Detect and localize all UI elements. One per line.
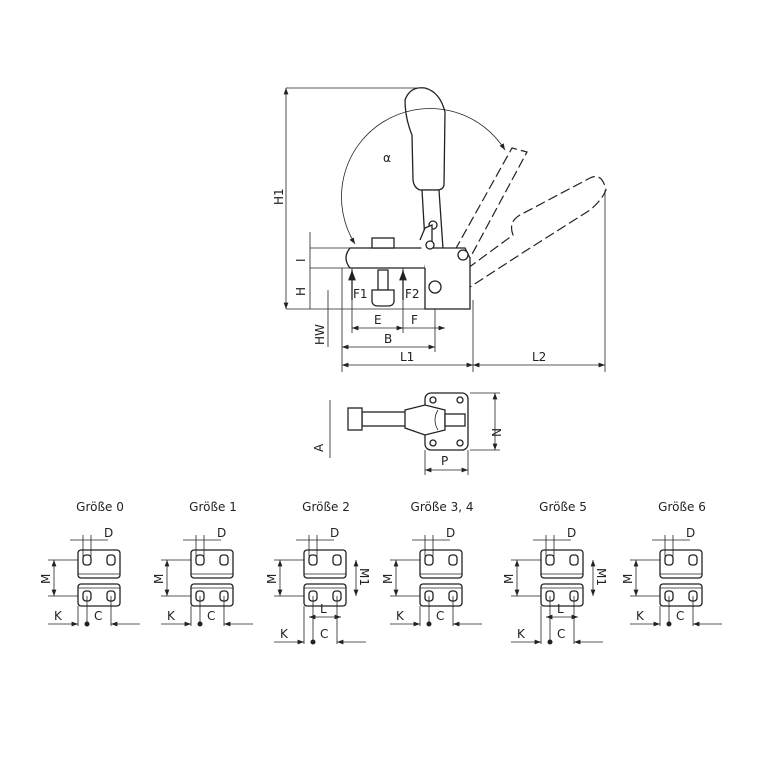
- size-title: Größe 5: [539, 500, 587, 514]
- label-B: B: [384, 332, 392, 346]
- top-arm: [361, 411, 408, 427]
- label-L: L: [320, 602, 327, 616]
- label-K: K: [280, 627, 289, 641]
- mounting-hole: [106, 554, 116, 566]
- mounting-hole: [308, 554, 318, 566]
- label-L1: L1: [400, 350, 414, 364]
- size-panel: Größe 1 M D K C: [152, 500, 253, 627]
- label-L: L: [557, 602, 564, 616]
- label-A: A: [312, 443, 326, 452]
- pin: [425, 240, 435, 250]
- label-M1: M1: [357, 568, 371, 586]
- label-M: M: [381, 574, 395, 584]
- label-M: M: [152, 574, 166, 584]
- reference-point: [310, 639, 316, 645]
- size-panel: Größe 0 M D K C: [39, 500, 140, 627]
- bolt-nut: [371, 237, 395, 249]
- mounting-hole: [219, 554, 229, 566]
- label-N: N: [489, 428, 503, 437]
- angle-arc: [341, 108, 506, 245]
- size-title: Größe 0: [76, 500, 124, 514]
- label-F: F: [411, 313, 418, 327]
- label-K: K: [636, 609, 645, 623]
- size-panel: Größe 6 M D K C: [621, 500, 722, 627]
- label-H1: H1: [272, 188, 286, 205]
- label-C: C: [557, 627, 565, 641]
- reference-point: [666, 621, 672, 627]
- top-view: A N P: [312, 392, 503, 475]
- mounting-hole: [545, 554, 555, 566]
- size-panel: Größe 2 M D M1L K C: [265, 500, 371, 645]
- label-C: C: [207, 609, 215, 623]
- mounting-hole: [424, 554, 434, 566]
- size-title: Größe 1: [189, 500, 237, 514]
- label-C: C: [94, 609, 102, 623]
- label-HW: HW: [313, 324, 327, 345]
- spindle: [377, 269, 389, 291]
- label-M: M: [621, 574, 635, 584]
- label-D: D: [217, 526, 226, 540]
- reference-point: [426, 621, 432, 627]
- label-P: P: [441, 454, 448, 468]
- label-D: D: [330, 526, 339, 540]
- side-view: H1 α I H HW F1 F2 E F B L1 L2: [272, 87, 607, 372]
- label-D: D: [686, 526, 695, 540]
- mounting-hole: [332, 554, 342, 566]
- label-alpha: α: [383, 151, 391, 165]
- pin: [457, 249, 469, 261]
- label-F1: F1: [353, 287, 368, 301]
- reference-point: [84, 621, 90, 627]
- label-M: M: [265, 574, 279, 584]
- label-K: K: [396, 609, 405, 623]
- mounting-hole: [82, 554, 92, 566]
- label-H: H: [294, 287, 308, 296]
- label-I: I: [294, 258, 308, 262]
- label-L2: L2: [532, 350, 546, 364]
- spindle-tip: [371, 289, 395, 307]
- size-title: Größe 2: [302, 500, 350, 514]
- size-title: Größe 6: [658, 500, 706, 514]
- mounting-hole: [195, 554, 205, 566]
- label-C: C: [676, 609, 684, 623]
- mounting-hole: [569, 554, 579, 566]
- label-K: K: [167, 609, 176, 623]
- label-E: E: [374, 313, 382, 327]
- reference-point: [547, 639, 553, 645]
- mounting-hole: [448, 554, 458, 566]
- label-D: D: [104, 526, 113, 540]
- handle-grip: [404, 87, 446, 191]
- label-D: D: [446, 526, 455, 540]
- clamp-arm: [345, 247, 426, 269]
- label-D: D: [567, 526, 576, 540]
- label-M: M: [39, 574, 53, 584]
- size-title: Größe 3, 4: [411, 500, 474, 514]
- label-F2: F2: [405, 287, 420, 301]
- label-K: K: [517, 627, 526, 641]
- label-C: C: [436, 609, 444, 623]
- size-panel: Größe 3, 4 M D K C: [381, 500, 482, 627]
- reference-point: [197, 621, 203, 627]
- size-panel: Größe 5 M D M1L K C: [502, 500, 608, 645]
- mounting-hole: [688, 554, 698, 566]
- label-M1: M1: [594, 568, 608, 586]
- label-K: K: [54, 609, 63, 623]
- pin: [428, 280, 442, 294]
- label-C: C: [320, 627, 328, 641]
- top-bolt: [347, 407, 363, 431]
- label-M: M: [502, 574, 516, 584]
- mounting-hole: [664, 554, 674, 566]
